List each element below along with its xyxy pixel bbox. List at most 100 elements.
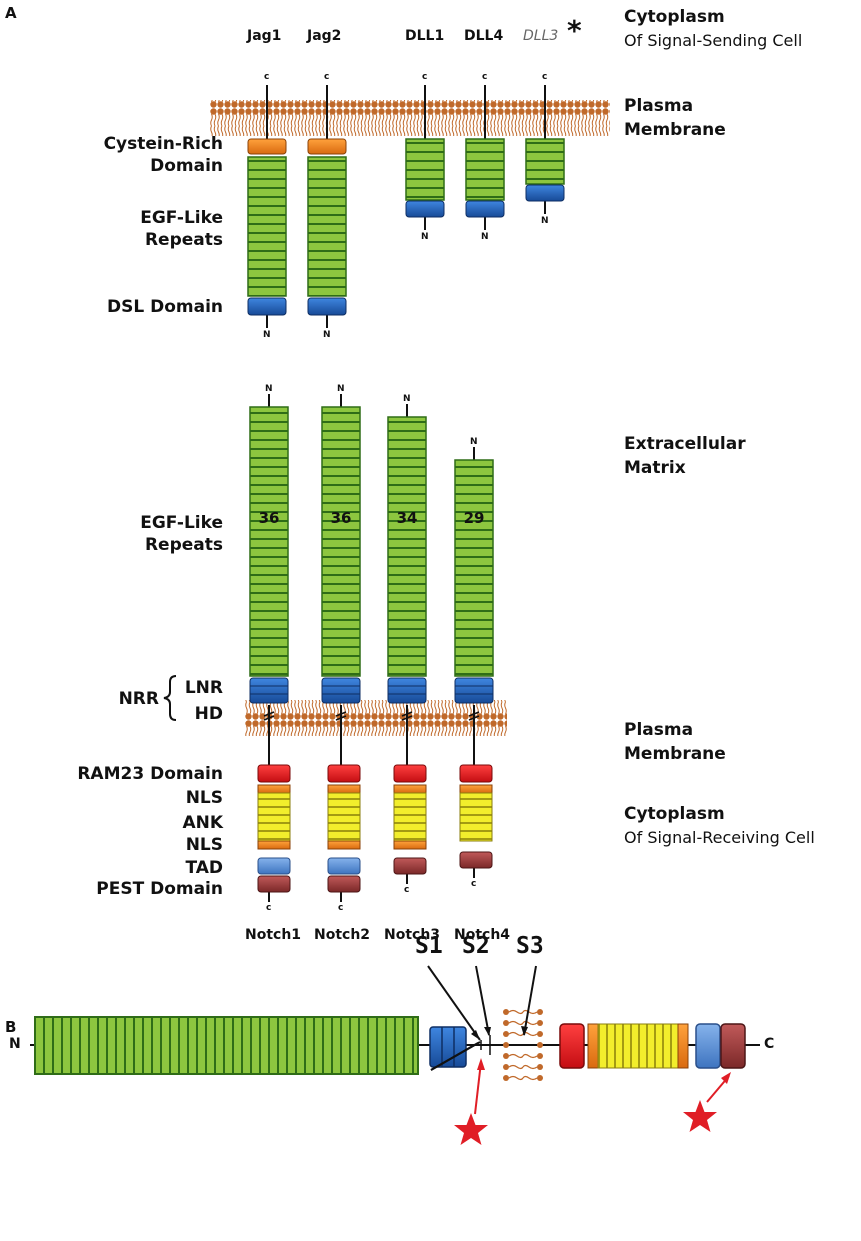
- dsl-domain: [405, 200, 445, 218]
- label-extracellular-matrix: Extracellular Matrix: [624, 434, 746, 478]
- membrane-bottom: [245, 700, 507, 736]
- nls-domain: [459, 784, 493, 794]
- ligand-name-jag2: Jag2: [307, 28, 342, 44]
- egf-repeats: [405, 138, 445, 201]
- n-terminal: N: [403, 394, 411, 404]
- egf-repeats: [321, 406, 361, 677]
- c-terminal: c: [542, 72, 548, 82]
- n-terminal: N: [323, 330, 331, 340]
- notch4-receptor: [454, 459, 494, 869]
- label-ram23-domain: RAM23 Domain: [77, 764, 223, 784]
- egf-repeats: [525, 138, 565, 185]
- egf-count-notch2: 36: [330, 509, 352, 527]
- label-plasma-membrane-bottom: Plasma Membrane: [624, 720, 726, 764]
- label-receptor-egf: EGF-Like Repeats: [140, 513, 223, 555]
- label-ank: ANK: [182, 813, 223, 833]
- egf-count-notch4: 29: [463, 509, 485, 527]
- lnr-domain: [454, 677, 494, 704]
- label-cytoplasm-sending: Cytoplasm Of Signal-Sending Cell: [624, 7, 803, 50]
- n-terminal: N: [263, 330, 271, 340]
- c-terminal: c: [422, 72, 428, 82]
- label-tad: TAD: [185, 858, 223, 878]
- cystein-rich-domain: [307, 138, 347, 155]
- c-terminal: c: [471, 879, 477, 889]
- label-nls-1: NLS: [185, 788, 223, 808]
- ligand-name-dll4: DLL4: [464, 28, 504, 44]
- c-terminal: c: [482, 72, 488, 82]
- dll3-ligand: [525, 138, 565, 202]
- n-terminal: N: [421, 232, 429, 242]
- label-dsl-domain: DSL Domain: [106, 297, 223, 317]
- panel-label-a: A: [5, 4, 17, 22]
- label-lnr: LNR: [184, 678, 223, 698]
- ligand-name-dll1: DLL1: [405, 28, 445, 44]
- panel-b-n-terminal: N: [9, 1036, 21, 1052]
- cystein-rich-domain: [247, 138, 287, 155]
- n-terminal: N: [481, 232, 489, 242]
- jag2-ligand: [307, 138, 347, 316]
- label-cytoplasm-receiving: Cytoplasm Of Signal-Receiving Cell: [624, 804, 815, 847]
- label-pest-domain: PEST Domain: [96, 879, 223, 899]
- dll3-asterisk: *: [567, 14, 582, 47]
- nls-domain: [257, 840, 291, 850]
- notch2-receptor: [321, 406, 361, 893]
- panel-b-membrane: [503, 1009, 543, 1081]
- panel-b-c-terminal: C: [764, 1036, 775, 1052]
- egf-repeats: [387, 416, 427, 677]
- label-nls-2: NLS: [185, 835, 223, 855]
- panel-b-ram: [559, 1023, 585, 1069]
- ram-domain: [327, 764, 361, 783]
- label-hd: HD: [194, 704, 223, 724]
- lnr-domain: [387, 677, 427, 704]
- panel-b-ank: [597, 1023, 679, 1069]
- c-terminal: c: [324, 72, 330, 82]
- nls-domain: [327, 840, 361, 850]
- c-terminal: c: [266, 903, 272, 913]
- ligand-name-dll3: DLL3: [523, 28, 559, 44]
- egf-repeats: [307, 156, 347, 297]
- receptor-name-notch2: Notch2: [314, 927, 371, 943]
- nls-domain: [393, 840, 427, 850]
- egf-count-notch3: 34: [396, 509, 418, 527]
- dsl-domain: [307, 297, 347, 316]
- mutation-markers: [454, 1058, 731, 1145]
- lnr-domain: [249, 677, 289, 704]
- panel-b-pest: [720, 1023, 746, 1069]
- membrane-top: [210, 100, 610, 136]
- c-terminal: c: [264, 72, 270, 82]
- cleavage-site-s1: S1: [415, 933, 443, 959]
- nls-domain: [327, 784, 361, 794]
- c-terminal: c: [404, 885, 410, 895]
- n-terminal: N: [265, 384, 273, 394]
- jag1-ligand: [247, 138, 287, 316]
- dll1-ligand: [405, 138, 445, 218]
- notch3-receptor: [387, 416, 427, 875]
- egf-repeats: [465, 138, 505, 201]
- label-nrr: NRR: [118, 689, 159, 709]
- cleavage-arrows: [427, 965, 537, 1041]
- pest-domain: [327, 875, 361, 893]
- label-ligand-egf: EGF-Like Repeats: [140, 208, 223, 250]
- ram-domain: [257, 764, 291, 783]
- n-terminal: N: [541, 216, 549, 226]
- egf-repeats: [247, 156, 287, 297]
- panel-b-egf: [34, 1016, 419, 1075]
- cleavage-site-s3: S3: [516, 933, 544, 959]
- ank-domain: [257, 792, 291, 842]
- n-terminal: N: [470, 437, 478, 447]
- egf-count-notch1: 36: [258, 509, 280, 527]
- ram-domain: [459, 764, 493, 783]
- n-terminal: N: [337, 384, 345, 394]
- lnr-domain: [321, 677, 361, 704]
- panel-label-b: B: [5, 1018, 17, 1036]
- dsl-domain: [525, 184, 565, 202]
- egf-repeats: [454, 459, 494, 677]
- receptor-name-notch3: Notch3: [384, 927, 441, 943]
- panel-b-nls: [677, 1023, 689, 1069]
- pest-domain: [459, 851, 493, 869]
- c-terminal: c: [338, 903, 344, 913]
- panel-b-nls: [587, 1023, 599, 1069]
- nls-domain: [393, 784, 427, 794]
- nrr-bracket: [163, 675, 177, 721]
